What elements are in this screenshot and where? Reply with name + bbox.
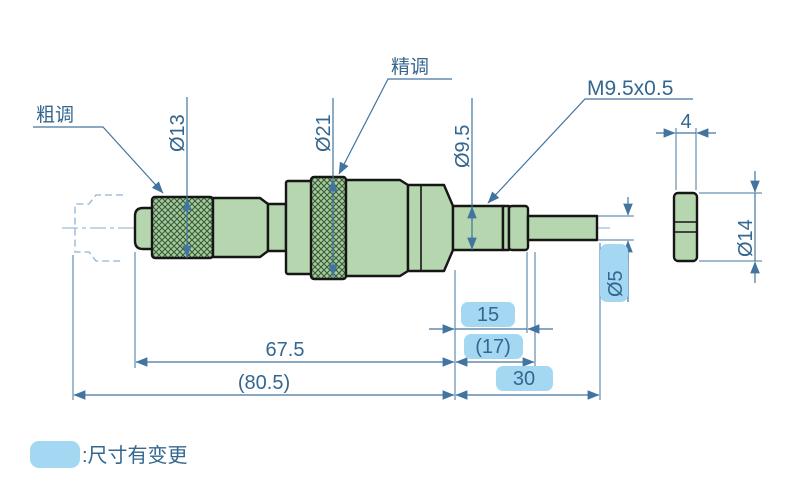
highlight-30 <box>496 366 553 391</box>
coarse-adjust-leader <box>33 126 164 194</box>
thread-leader <box>487 98 693 204</box>
dia21-label: Ø21 <box>313 114 335 152</box>
dia14-label: Ø14 <box>735 219 757 257</box>
legend-note: :尺寸有变更 <box>82 444 188 467</box>
dimension-lines <box>73 97 760 400</box>
micrometer-body <box>133 175 699 281</box>
phantom-outline <box>74 194 123 262</box>
len67-5-label: 67.5 <box>266 339 305 361</box>
front-barrel <box>406 183 455 273</box>
end-cap <box>133 206 155 251</box>
highlight-15 <box>461 302 515 327</box>
highlight-17 <box>464 334 523 359</box>
dia9-5-label: Ø9.5 <box>452 125 474 168</box>
stem-collar <box>507 204 530 252</box>
main-barrel <box>344 178 410 278</box>
len15-label: 15 <box>477 304 499 326</box>
mid-cylinder <box>211 196 270 259</box>
collar-left <box>284 179 314 276</box>
spindle <box>526 214 599 242</box>
extension-lines <box>72 128 762 400</box>
coarse-adjust-label: 粗调 <box>36 104 74 126</box>
fine-knurl-knob <box>309 175 348 281</box>
threaded-stem <box>451 204 505 252</box>
thread-spec-label: M9.5x0.5 <box>587 77 673 100</box>
legend: :尺寸有变更 <box>30 441 188 468</box>
dia5-label: Ø5 <box>605 270 627 297</box>
len30-label: 30 <box>513 368 535 390</box>
nut-part <box>672 191 699 263</box>
changed-dim-highlights <box>461 244 628 391</box>
legend-swatch <box>30 441 80 468</box>
neck-waist <box>266 202 288 253</box>
len17-label: (17) <box>475 336 511 358</box>
leader-lines <box>33 78 693 204</box>
fine-adjust-leader <box>338 78 452 175</box>
highlight-dia5 <box>600 244 628 302</box>
len80-5-label: (80.5) <box>238 372 290 394</box>
dia13-label: Ø13 <box>167 114 189 152</box>
coarse-knurl-knob <box>150 195 215 260</box>
fine-adjust-label: 精调 <box>391 56 429 78</box>
nut-width-label: 4 <box>680 111 691 133</box>
